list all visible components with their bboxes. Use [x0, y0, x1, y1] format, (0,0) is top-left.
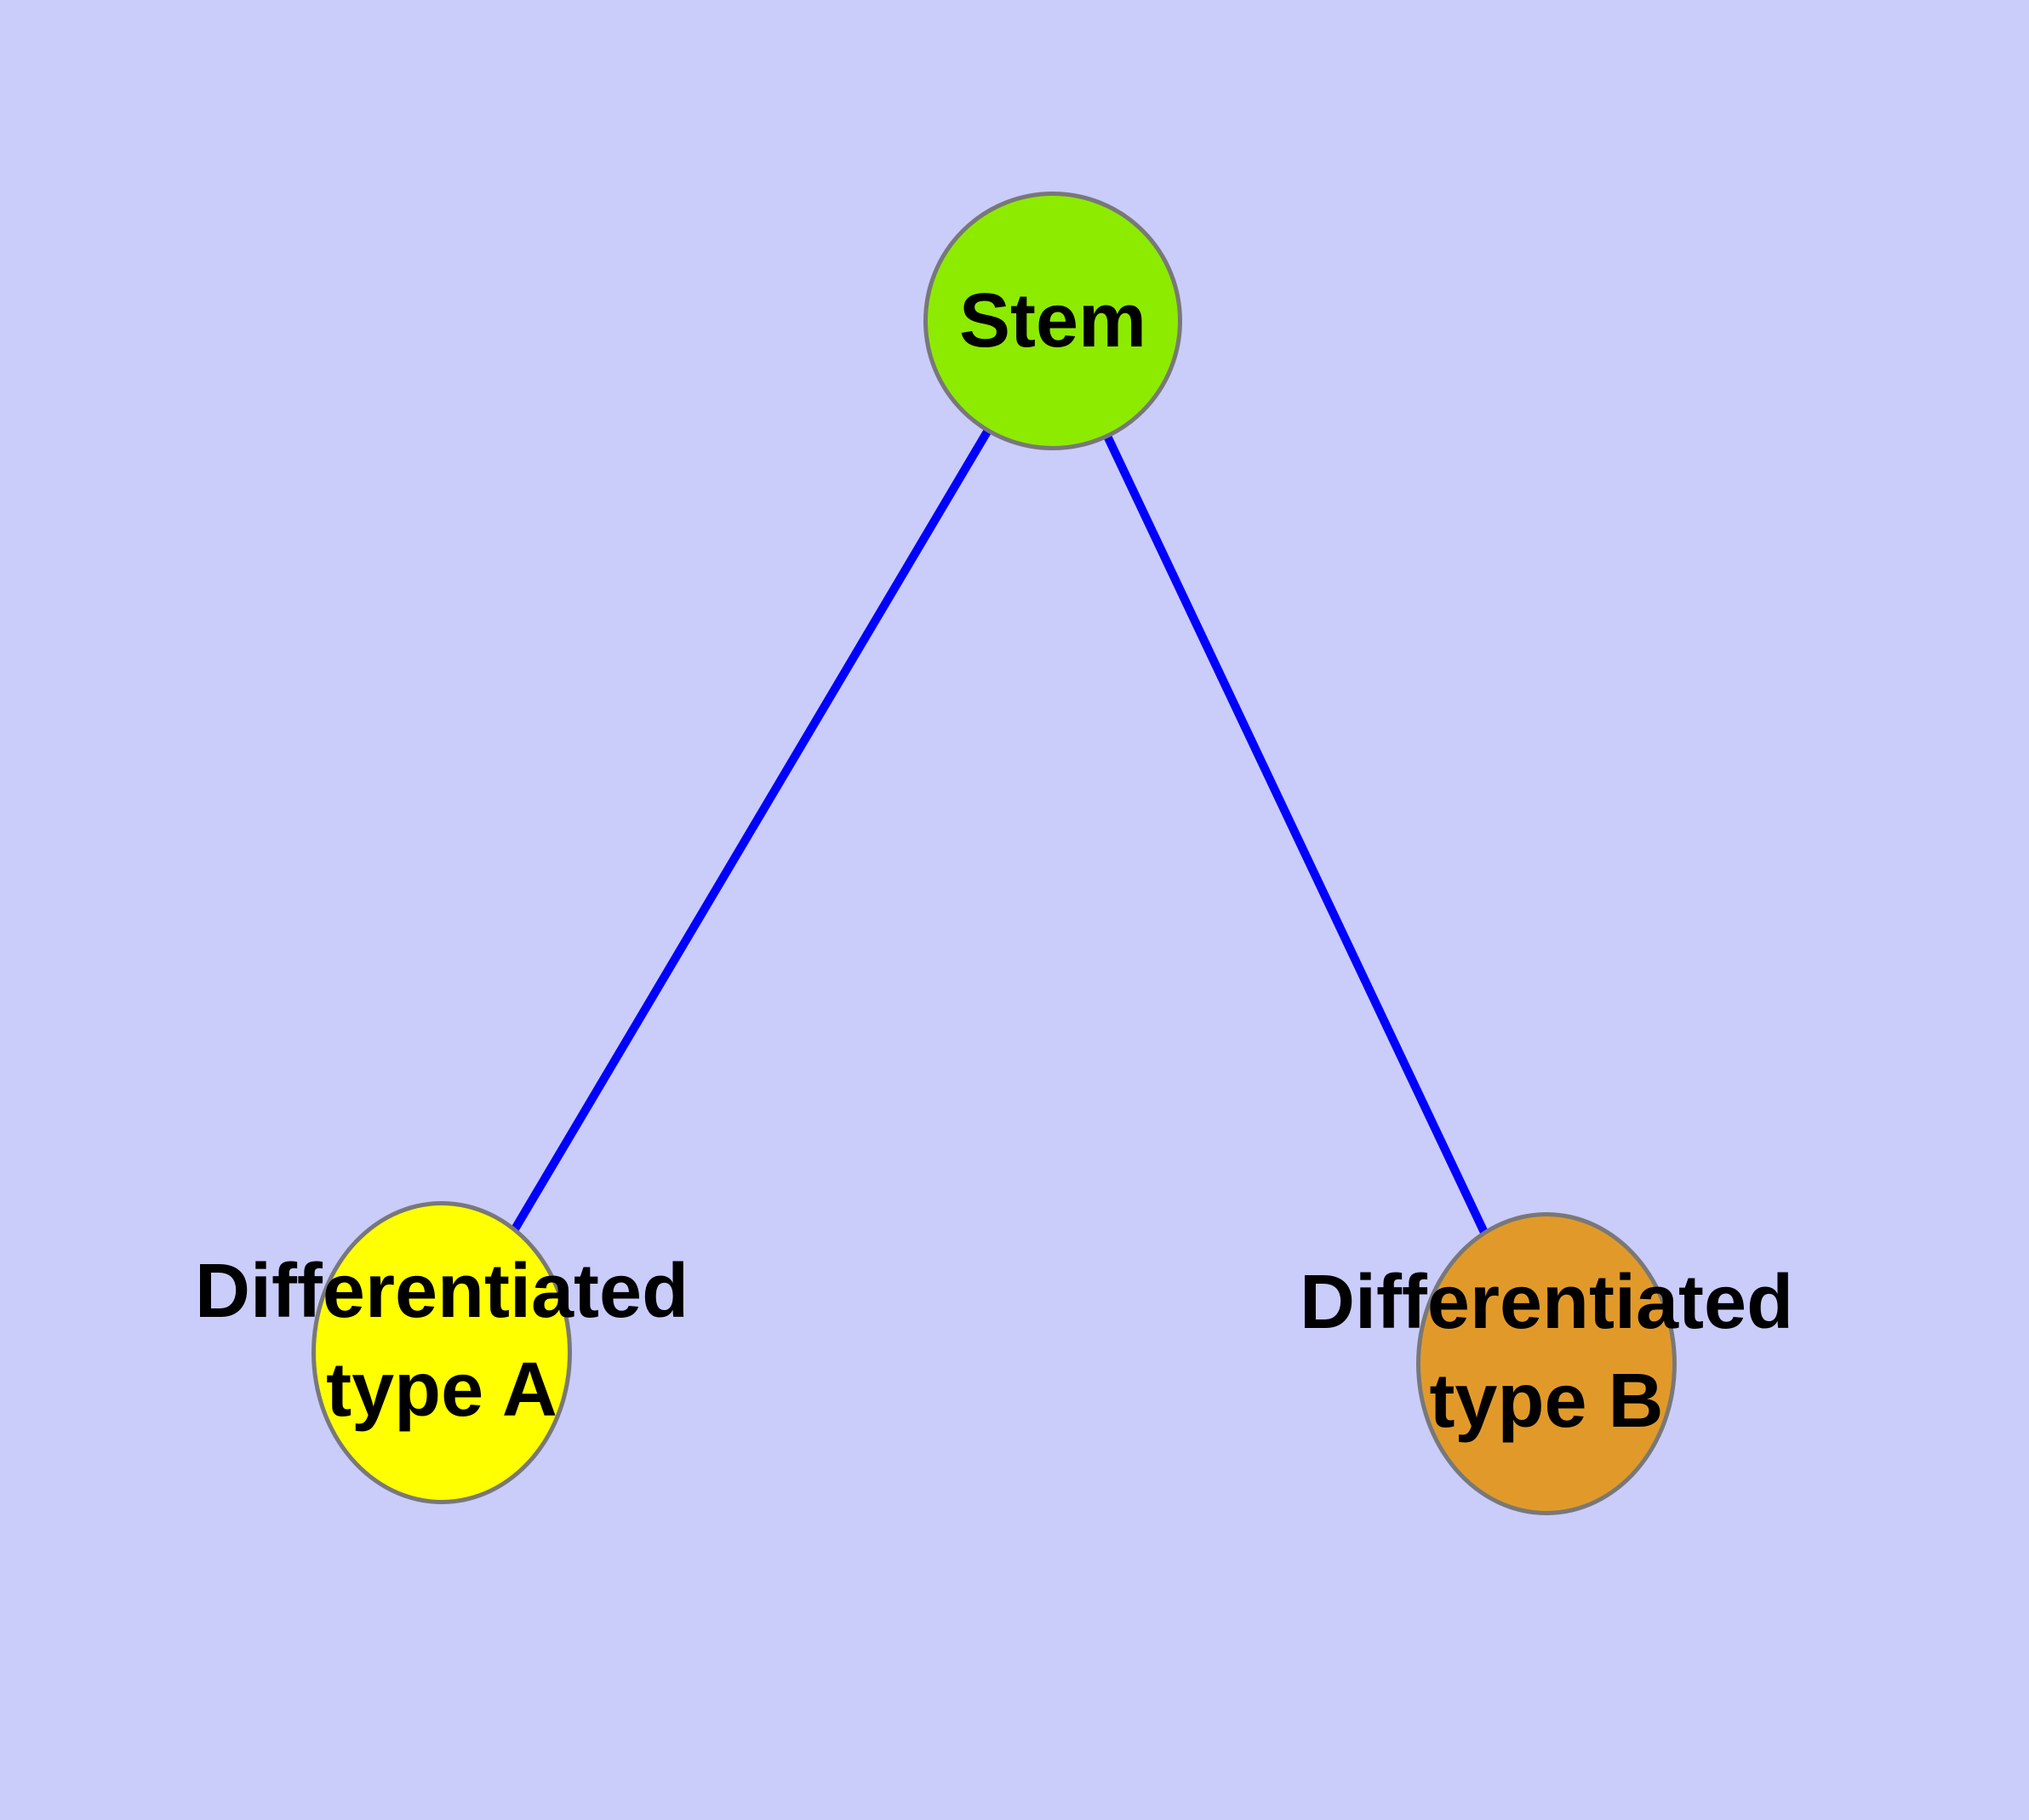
edge-stem-to-type-b: [1049, 318, 1551, 1366]
node-stem[interactable]: Stem: [923, 192, 1182, 450]
node-differentiated-type-a-label-line2: type A: [326, 1348, 557, 1433]
node-differentiated-type-a[interactable]: Differentiated type A: [195, 1201, 689, 1504]
node-stem-label: Stem: [958, 278, 1147, 363]
node-differentiated-type-b-label: Differentiated type B: [1300, 1253, 1793, 1451]
edge-stem-to-type-a: [437, 318, 1057, 1355]
node-differentiated-type-b-label-line1: Differentiated: [1299, 1260, 1794, 1345]
node-differentiated-type-b[interactable]: Differentiated type B: [1300, 1212, 1793, 1515]
node-differentiated-type-a-label: Differentiated type A: [195, 1242, 689, 1439]
node-differentiated-type-a-label-line1: Differentiated: [194, 1249, 689, 1334]
node-differentiated-type-b-label-line2: type B: [1429, 1359, 1664, 1444]
